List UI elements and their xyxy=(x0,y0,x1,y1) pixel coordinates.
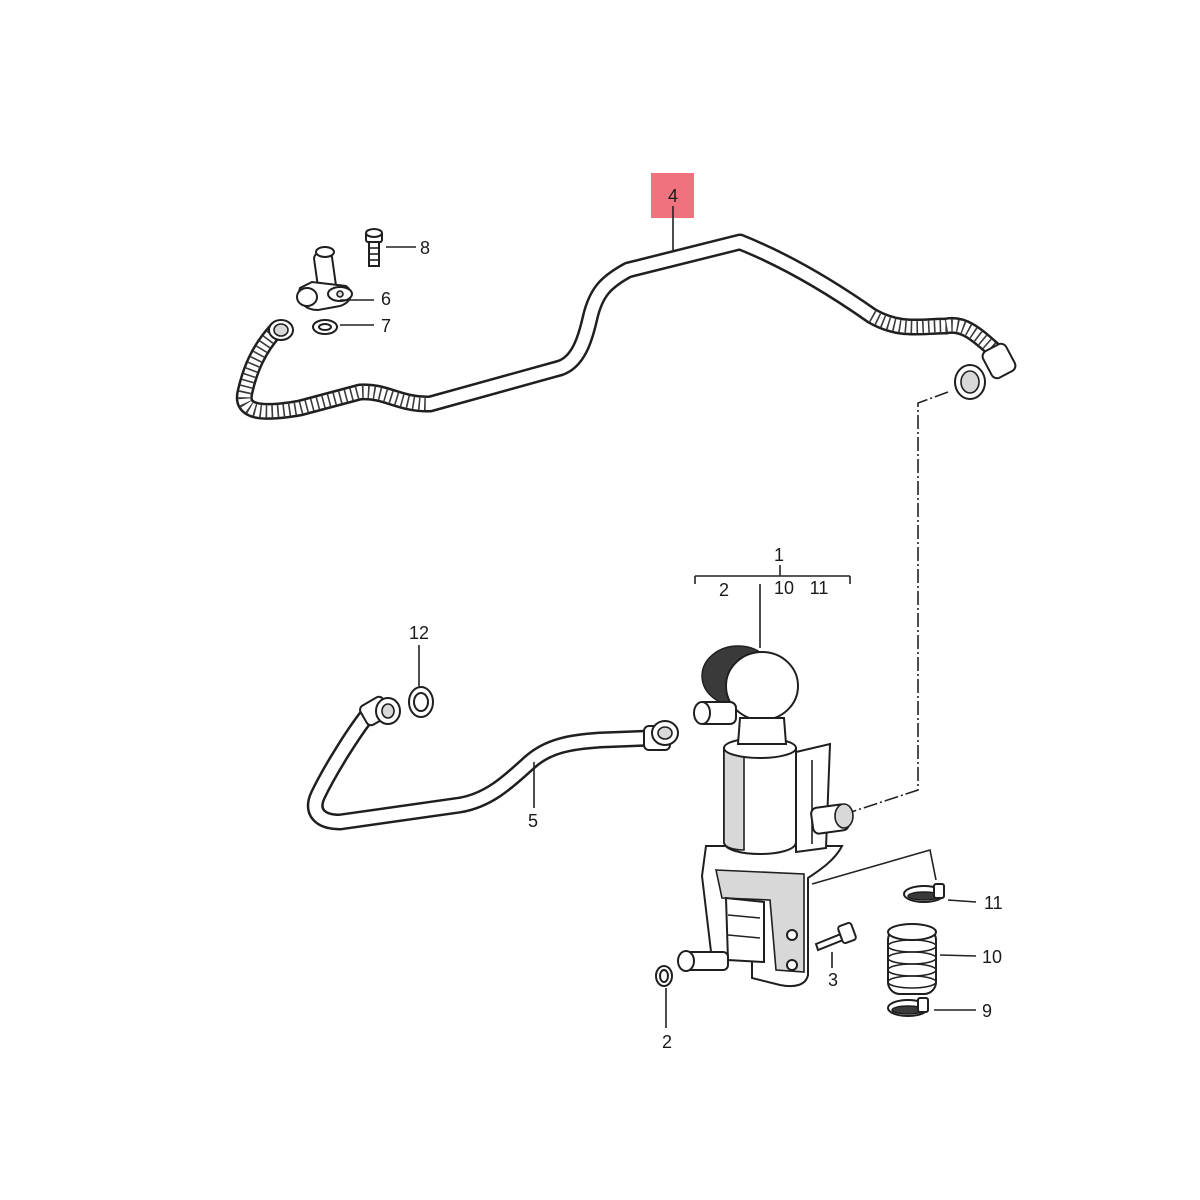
callout-1-sub-11[interactable]: 11 xyxy=(810,578,829,598)
seal-ring-12 xyxy=(408,686,434,718)
oil-separator xyxy=(677,645,854,988)
hose-clamp-11 xyxy=(903,883,945,903)
callout-9[interactable]: 9 xyxy=(982,1001,992,1021)
bellows-sleeve-10 xyxy=(887,923,937,995)
callout-4[interactable]: 4 xyxy=(668,186,678,206)
callout-8[interactable]: 8 xyxy=(420,238,430,258)
callout-5[interactable]: 5 xyxy=(528,811,538,831)
callout-12[interactable]: 12 xyxy=(409,623,429,643)
upper-hose-left-connector xyxy=(268,319,294,341)
lower-hose-right-connector xyxy=(643,720,679,751)
bolt-8 xyxy=(365,228,383,267)
hose-clamp-9 xyxy=(887,997,929,1017)
callout-1-sub-10[interactable]: 10 xyxy=(774,578,794,598)
callout-1-sub-2[interactable]: 2 xyxy=(719,580,729,600)
callout-6[interactable]: 6 xyxy=(381,289,391,309)
leader-11 xyxy=(947,899,977,903)
elbow-fitting xyxy=(296,246,353,312)
callout-1[interactable]: 1 xyxy=(774,545,784,565)
callout-7[interactable]: 7 xyxy=(381,316,391,336)
upper-hose-right-connector xyxy=(954,342,1017,400)
callout-1-bracket xyxy=(694,565,851,584)
lower-vent-hose xyxy=(306,695,679,831)
seal-ring-2 xyxy=(655,965,673,987)
connection-line xyxy=(841,391,949,816)
lower-hose-left-connector xyxy=(359,695,401,727)
seal-ring-7 xyxy=(312,319,338,335)
bolt-3 xyxy=(814,921,857,952)
upper-vent-hose xyxy=(235,233,1017,420)
callout-11[interactable]: 11 xyxy=(984,893,1003,913)
clamp-group-bracket xyxy=(811,848,937,885)
leader-10 xyxy=(939,954,977,957)
callout-10[interactable]: 10 xyxy=(982,947,1002,967)
callout-3[interactable]: 3 xyxy=(828,970,838,990)
callout-2[interactable]: 2 xyxy=(662,1032,672,1052)
